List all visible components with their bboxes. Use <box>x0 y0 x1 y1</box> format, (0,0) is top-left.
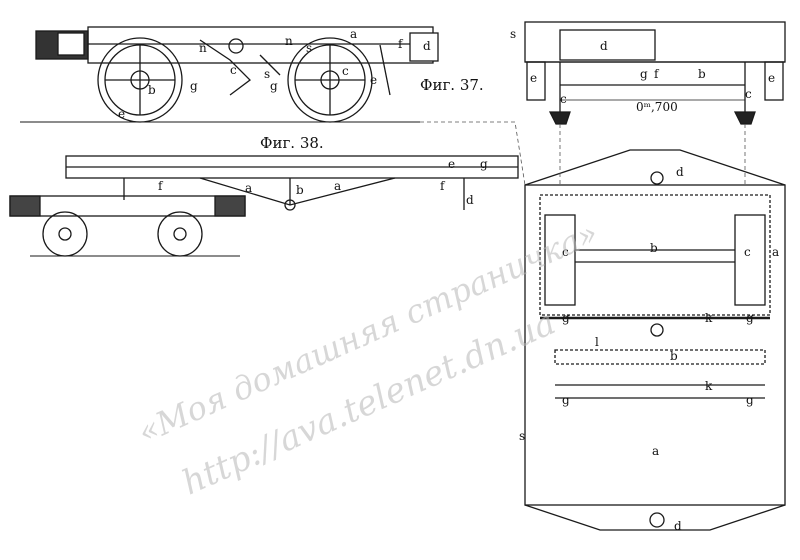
label: b <box>148 83 156 97</box>
plan-labels: d c b c a g g k l b k g g a s d <box>519 165 779 533</box>
end-view <box>524 21 786 125</box>
label: e <box>448 157 455 171</box>
label: g <box>480 157 488 171</box>
label: c <box>342 64 349 78</box>
label: b <box>698 67 706 81</box>
label: n <box>199 41 207 55</box>
label: b <box>296 183 304 197</box>
fig38-side-view <box>9 155 519 257</box>
label: s <box>519 429 525 443</box>
label: n <box>285 34 293 48</box>
label: c <box>745 87 752 101</box>
label: e <box>118 107 125 121</box>
label: g <box>746 311 754 325</box>
label: g <box>190 79 198 93</box>
plan-view <box>524 149 786 531</box>
label: a <box>350 27 357 41</box>
fig37-side-view <box>20 26 439 123</box>
fig38-labels: a a b e f f g d <box>158 157 488 207</box>
label: d <box>466 193 474 207</box>
label: c <box>744 245 751 259</box>
label: s <box>264 67 270 81</box>
label: a <box>652 444 659 458</box>
projection-lines <box>420 121 746 186</box>
label: s <box>306 41 312 55</box>
label: k <box>705 311 713 325</box>
label: a <box>245 181 252 195</box>
label: d <box>674 519 682 533</box>
label: l <box>595 335 599 349</box>
label: e <box>370 73 377 87</box>
dimension-label: 0ᵐ,700 <box>636 100 678 114</box>
label: a <box>772 245 779 259</box>
label: g <box>562 311 570 325</box>
label: g <box>270 79 278 93</box>
label: s <box>510 27 516 41</box>
label: d <box>600 39 608 53</box>
label: f <box>440 179 446 193</box>
label: d <box>676 165 684 179</box>
label: c <box>562 245 569 259</box>
end-view-labels: s d e e c c f b g <box>510 27 775 106</box>
label: f <box>398 37 404 51</box>
label: f <box>158 179 164 193</box>
fig37-caption: Фиг. 37. <box>420 76 484 94</box>
label: b <box>650 241 658 255</box>
label: g <box>746 393 754 407</box>
label: c <box>230 63 237 77</box>
label: e <box>530 71 537 85</box>
fig37-labels: a d f n n s c g g s c e e b <box>118 27 431 121</box>
label: a <box>334 179 341 193</box>
label: e <box>768 71 775 85</box>
label: g <box>640 67 648 81</box>
label: k <box>705 379 713 393</box>
label: c <box>560 92 567 106</box>
label: g <box>562 393 570 407</box>
label: d <box>423 39 431 53</box>
label: f <box>654 67 660 81</box>
label: b <box>670 349 678 363</box>
fig38-caption: Фиг. 38. <box>260 134 324 152</box>
